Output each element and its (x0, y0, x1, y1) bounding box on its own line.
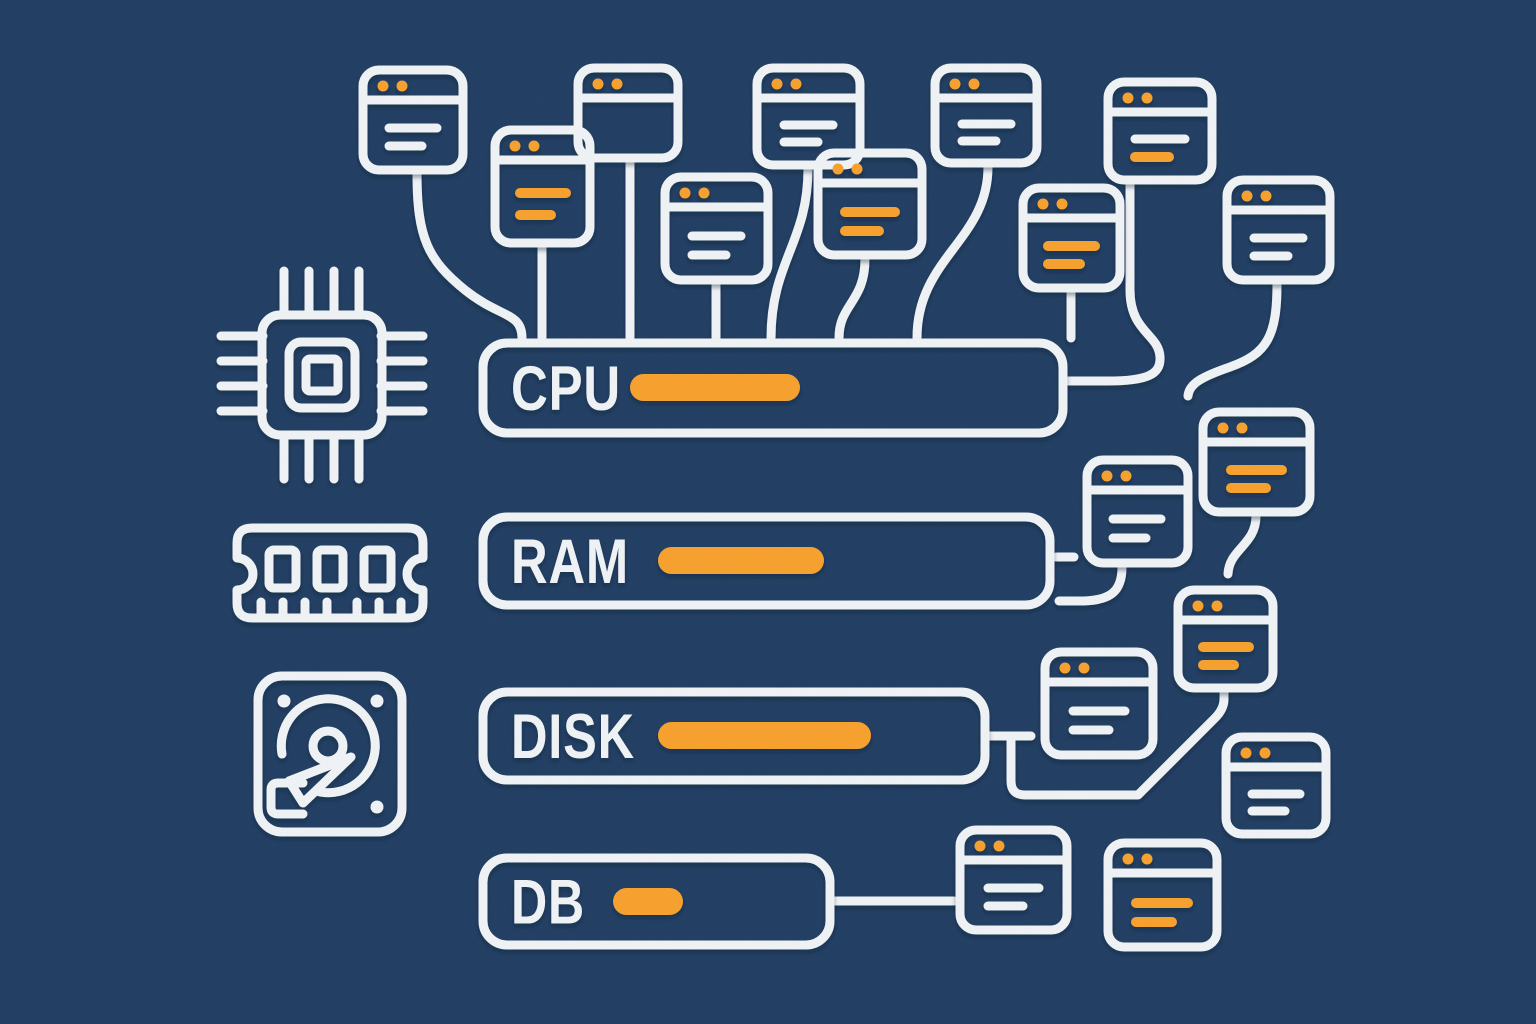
paper-texture (0, 0, 1536, 1024)
